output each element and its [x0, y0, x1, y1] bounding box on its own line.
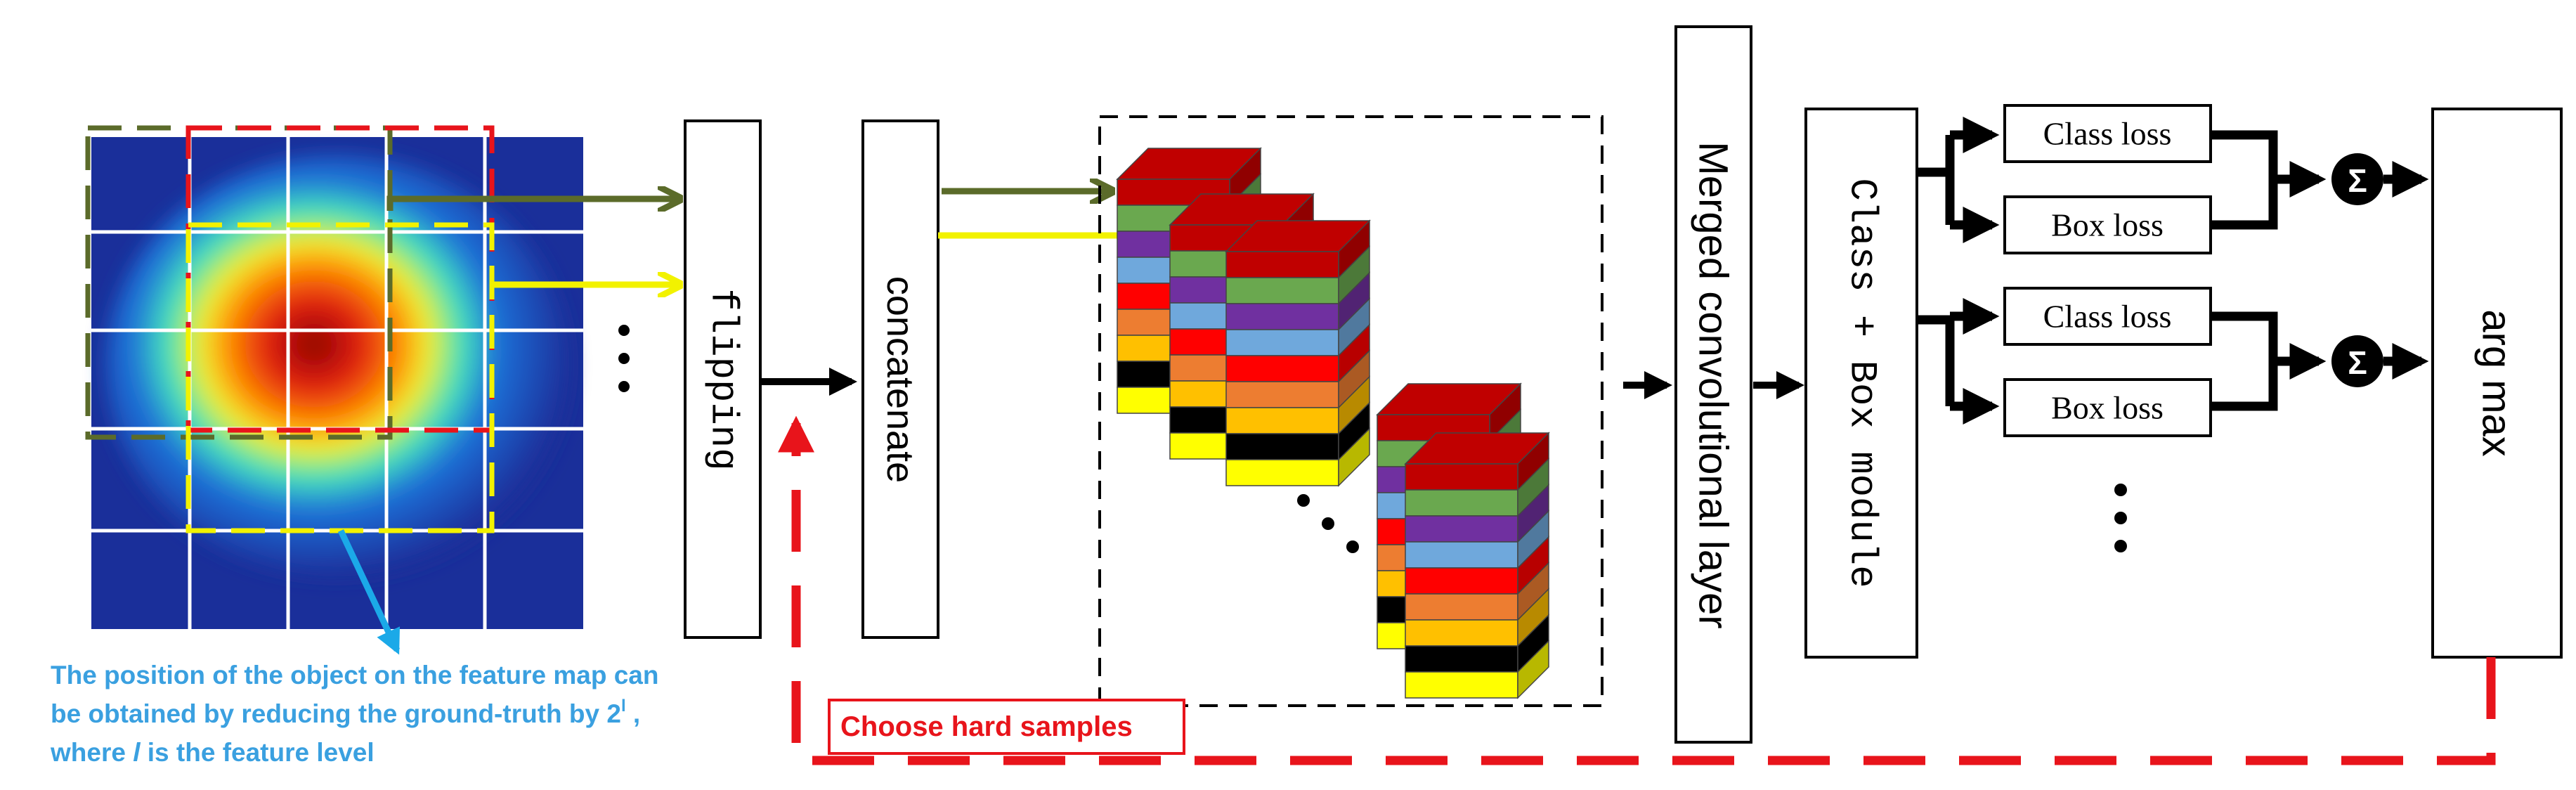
box-loss-box-1: Box loss: [2003, 195, 2212, 254]
stacks-dashed-region: [1098, 115, 1604, 707]
olive-arrow-to-flipping: [386, 199, 678, 211]
feature-grid: [91, 137, 583, 629]
feature-stack: [1404, 432, 1550, 699]
box-loss-label-1: Box loss: [2051, 207, 2164, 243]
stack-layer-front: [1405, 489, 1518, 517]
stack-layer-front: [1225, 433, 1339, 460]
merged-conv-label: Merged convolutional layer: [1691, 141, 1736, 628]
cyan-arrow-to-caption: [337, 529, 401, 655]
ellipsis-dots-1: [618, 325, 630, 392]
flipping-label: flipping: [701, 288, 744, 470]
sum-node-1: Σ: [2331, 153, 2383, 205]
stack-layer-front: [1225, 381, 1339, 408]
stack-layer-front: [1225, 277, 1339, 304]
sum-icon-1: Σ: [2348, 162, 2367, 199]
caption-line-3: where l is the feature level: [50, 738, 375, 767]
merge-to-sum-1: [2211, 130, 2327, 230]
choose-hard-samples-label: Choose hard samples: [840, 711, 1133, 742]
heatmap-blob: [105, 155, 569, 576]
feature-map-caption: The position of the object on the featur…: [50, 661, 658, 767]
stack-layer-front: [1225, 303, 1339, 330]
sum-node-2: Σ: [2331, 335, 2383, 387]
class-loss-label-1: Class loss: [2043, 116, 2172, 152]
merge-to-sum-2: [2211, 311, 2327, 411]
caption-line-1: The position of the object on the featur…: [51, 661, 658, 689]
hard-samples-feedback-loop: [778, 415, 2496, 765]
stack-top-front: [1225, 251, 1339, 278]
concatenate-block: concatenate: [861, 119, 939, 639]
box-loss-label-2: Box loss: [2051, 390, 2164, 426]
branch-group-2: [1917, 298, 2000, 425]
feature-stacks: [1116, 147, 1550, 699]
class-box-module-block: Class + Box module: [1804, 108, 1918, 659]
stack-layer-side: [1517, 640, 1549, 699]
stack-layer-front: [1405, 645, 1518, 673]
flipping-block: flipping: [684, 119, 762, 639]
feature-stack: [1225, 219, 1371, 487]
class-loss-label-2: Class loss: [2043, 299, 2172, 335]
choose-hard-samples-box: Choose hard samples: [828, 699, 1185, 755]
stack-top-front: [1405, 463, 1518, 491]
class-loss-box-2: Class loss: [2003, 287, 2212, 346]
argmax-label: arg max: [2474, 309, 2520, 457]
stack-layer-front: [1405, 671, 1518, 699]
ellipsis-dots-stacks: [1297, 494, 1359, 553]
stack-layer-front: [1405, 593, 1518, 621]
stack-layer-front: [1225, 459, 1339, 486]
box-loss-box-2: Box loss: [2003, 378, 2212, 437]
stack-layer-front: [1405, 515, 1518, 543]
stack-layer-front: [1405, 619, 1518, 647]
argmax-block: arg max: [2431, 108, 2563, 659]
ellipsis-dots-losses: [2114, 484, 2127, 552]
caption-line-2: be obtained by reducing the ground-truth…: [51, 697, 640, 728]
concatenate-label: concatenate: [879, 276, 921, 483]
stack-layer-front: [1405, 567, 1518, 595]
stack-layer-front: [1225, 355, 1339, 382]
class-loss-box-1: Class loss: [2003, 104, 2212, 163]
stack-layer-side: [1338, 427, 1370, 487]
stack-layer-front: [1225, 329, 1339, 356]
yellow-dashed-box: [186, 222, 495, 533]
feature-map: [85, 125, 583, 629]
branch-group-1: [1917, 117, 2000, 243]
sum-icon-2: Σ: [2348, 344, 2367, 381]
stack-layer-front: [1405, 541, 1518, 569]
class-box-module-label: Class + Box module: [1840, 178, 1883, 588]
merged-conv-block: Merged convolutional layer: [1674, 25, 1752, 744]
stack-layer-front: [1225, 407, 1339, 434]
